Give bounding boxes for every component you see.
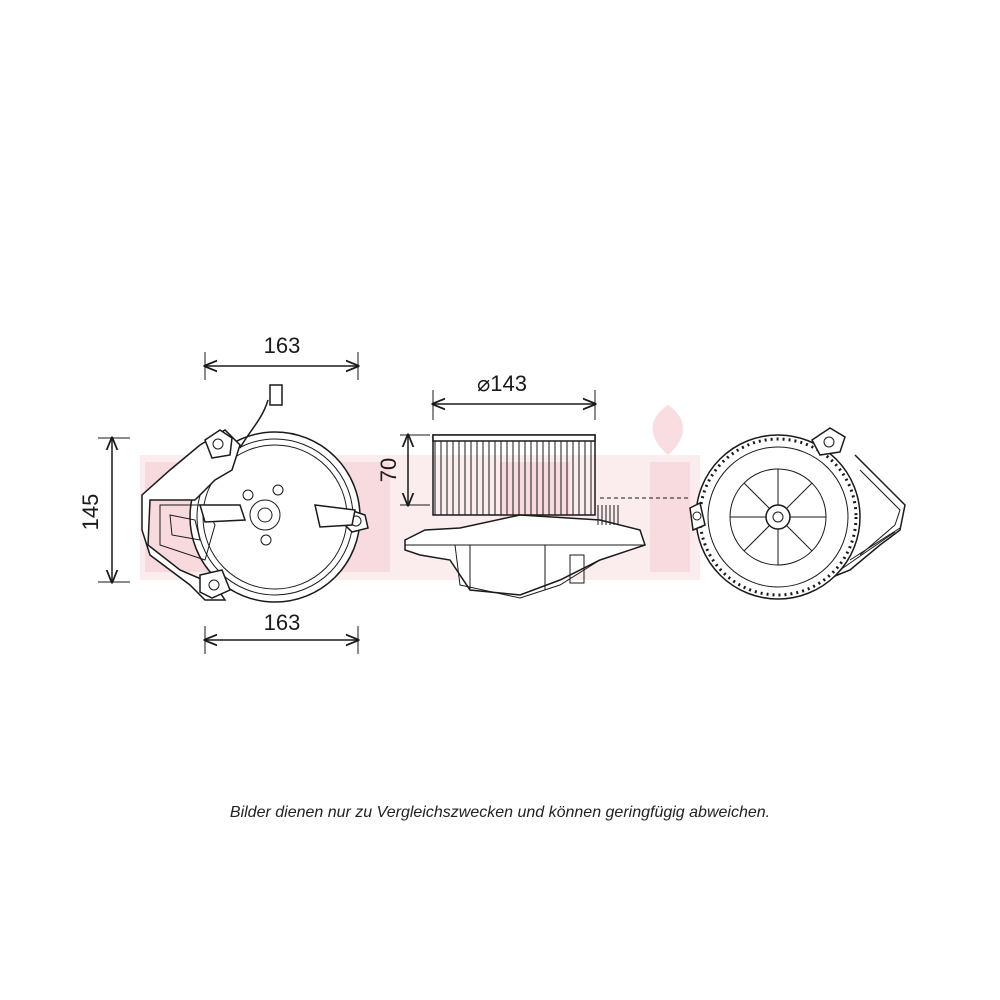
dim-left-bottom-width: 163	[205, 610, 358, 654]
dim-left-height-label: 145	[78, 494, 103, 531]
disclaimer-text: Bilder dienen nur zu Vergleichszwecken u…	[229, 804, 771, 821]
dim-middle-diameter-label: ⌀143	[477, 371, 527, 396]
dim-middle-height: 70	[376, 435, 430, 505]
dim-left-top-width: 163	[205, 333, 358, 380]
dim-left-top-width-label: 163	[264, 333, 301, 358]
dim-left-bottom-width-label: 163	[264, 610, 301, 635]
dim-left-height: 145	[78, 438, 130, 582]
middle-view-motor	[404, 434, 690, 599]
right-view-motor	[689, 427, 906, 600]
left-view-motor	[141, 384, 369, 603]
dim-middle-height-label: 70	[376, 458, 401, 482]
dim-middle-diameter: ⌀143	[433, 371, 595, 420]
